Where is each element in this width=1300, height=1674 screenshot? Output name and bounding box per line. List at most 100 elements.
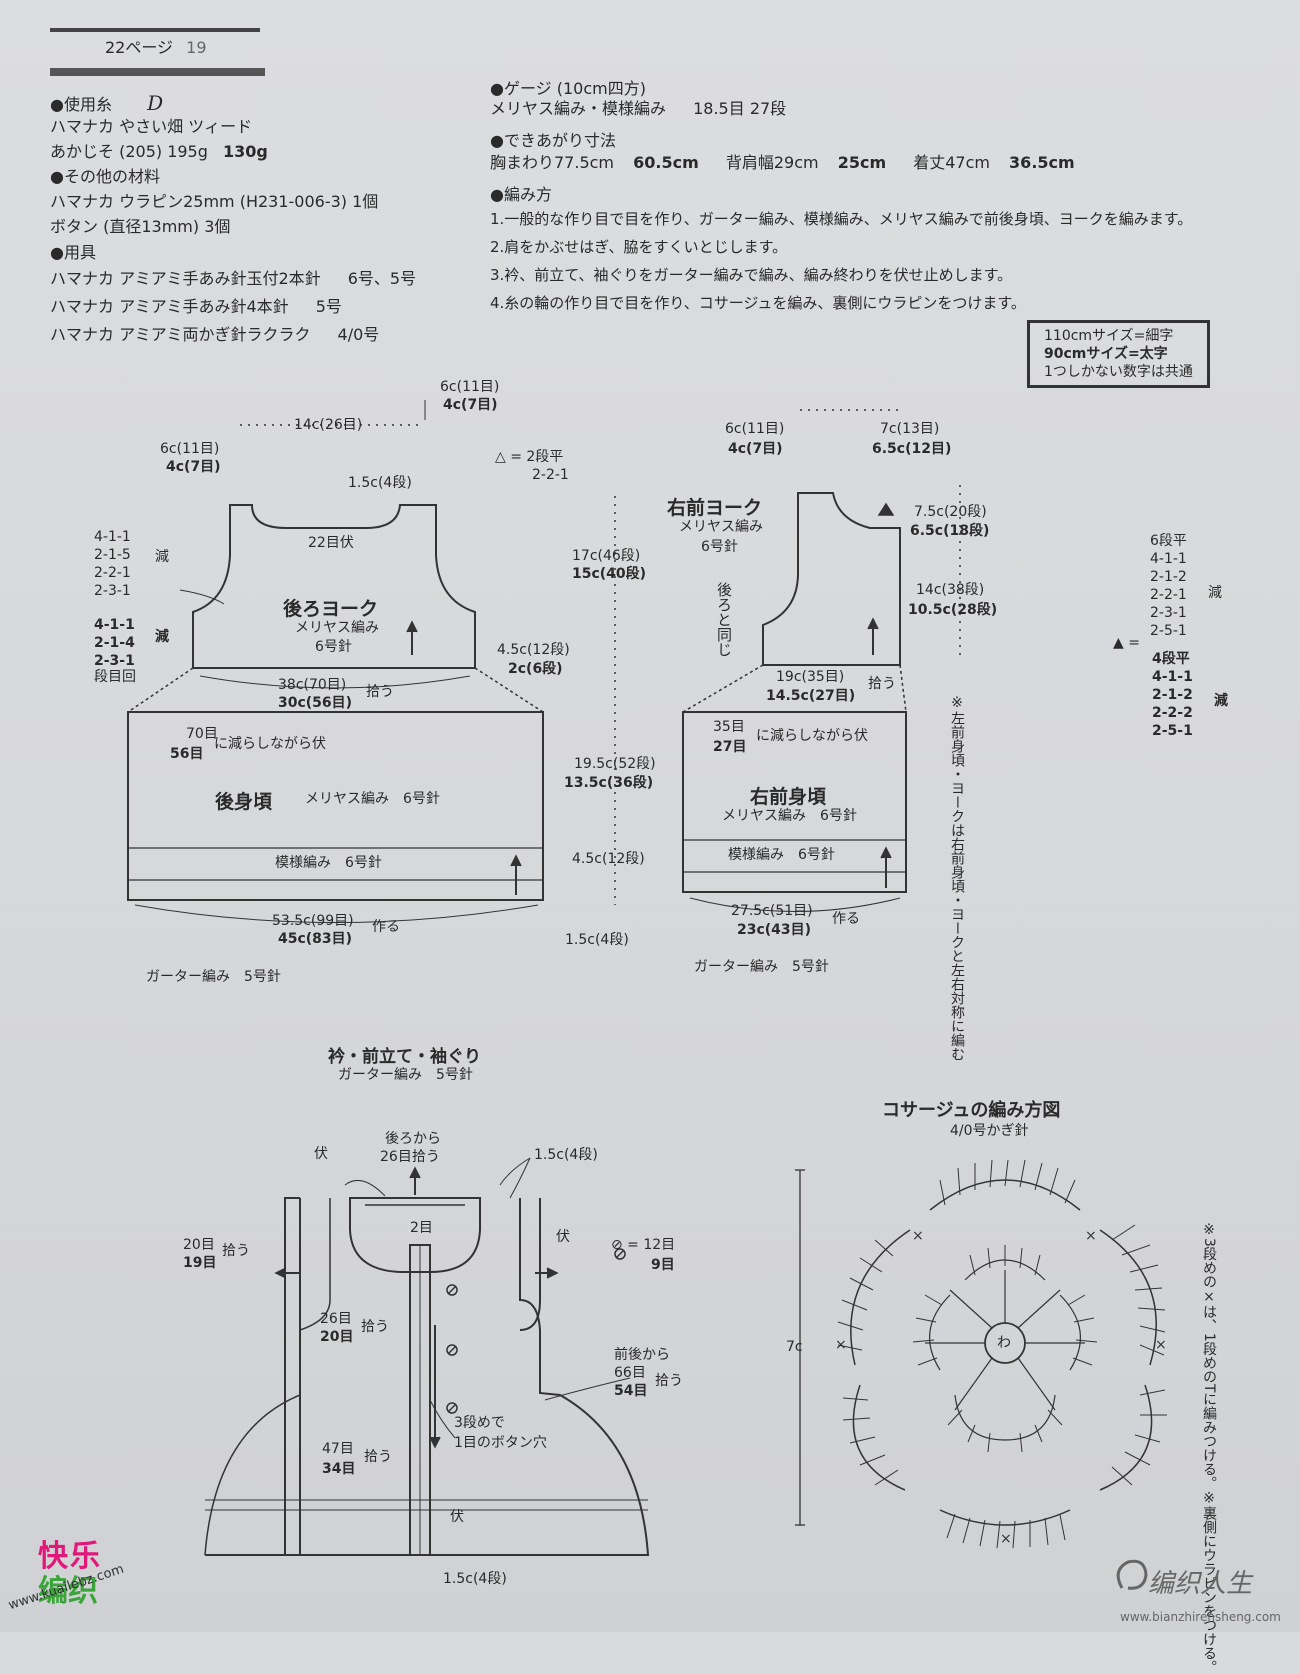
front-body-title: 右前身頃 xyxy=(750,786,827,808)
collar-subtitle: ガーター編み 5号針 xyxy=(338,1067,473,1083)
collar-neck-pick-label: 拾う xyxy=(361,1319,389,1335)
yarn-name: ハマナカ やさい畑 ツィード xyxy=(50,117,253,136)
watermark-right-url: www.bianzhirensheng.com xyxy=(1120,1610,1281,1624)
yarn-amount: あかじそ (205) 195g 130g xyxy=(50,141,268,163)
back-yoke-needle: 6号針 xyxy=(315,639,352,655)
triangle-note: △ = 2段平 xyxy=(495,449,564,465)
legend-line-2: 90cmサイズ=太字 xyxy=(1044,346,1168,362)
collar-arm-pick-b: 19目 xyxy=(183,1255,217,1271)
front-shoulder-l: 6c(11目) xyxy=(725,421,785,437)
yoke-height-b: 15c(40段) xyxy=(572,566,647,582)
body-height-b: 13.5c(36段) xyxy=(564,775,654,791)
tool-3-size: 4/0号 xyxy=(337,325,380,344)
yarn-color: あかじそ (205) 195g xyxy=(50,142,208,161)
front-arm-h-b: 10.5c(28段) xyxy=(908,602,998,618)
pattern-height: 4.5c(12段) xyxy=(572,851,645,867)
yarn-mark: D xyxy=(147,91,164,115)
tri-dec-b-3: 2-2-2 xyxy=(1152,705,1193,721)
garter-height: 1.5c(4段) xyxy=(565,932,629,948)
tool-2-size: 5号 xyxy=(315,297,342,316)
tri-dec-b-4: 2-5-1 xyxy=(1152,723,1193,739)
collar-bind-right: 伏 xyxy=(556,1229,570,1245)
finished-chest: 胸まわり77.5cm xyxy=(490,153,615,172)
back-shoulder-left: 6c(11目) xyxy=(160,441,220,457)
front-pattern: 模様編み 6号針 xyxy=(728,847,835,863)
collar-fb-pick: 前後から xyxy=(614,1347,670,1363)
back-dec-a: 4-1-1 2-1-5 2-2-1 2-3-1 xyxy=(94,528,131,600)
collar-diagram xyxy=(204,1157,650,1556)
collar-fb-pick-2: 66目 xyxy=(614,1365,646,1381)
watermark-right: 编织人生 xyxy=(1148,1569,1253,1599)
collar-bottom-depth: 1.5c(4段) xyxy=(443,1571,507,1587)
back-dec-count: 70目 xyxy=(186,726,218,742)
front-dec-count: 35目 xyxy=(713,719,745,735)
back-dec-b: 4-1-1 2-1-4 2-3-1 xyxy=(94,616,135,670)
front-shoulder-l-b: 4c(7目) xyxy=(728,441,783,457)
front-neck-h-b: 6.5c(18段) xyxy=(910,523,990,539)
back-dec-count-b: 56目 xyxy=(170,746,204,762)
front-yoke-width-b: 14.5c(27目) xyxy=(766,688,856,704)
back-dec-b-foot: 段目回 xyxy=(94,669,136,685)
front-neck-h: 7.5c(20段) xyxy=(914,504,987,520)
tools-head: ●用具 xyxy=(50,243,96,262)
gauge-value: 18.5目 27段 xyxy=(693,99,787,118)
finished-chest-small: 60.5cm xyxy=(633,153,699,172)
back-dec-a-label: 減 xyxy=(155,549,169,565)
front-tri-eq: ▲ = xyxy=(1113,635,1140,651)
tri-dec-4: 2-3-1 xyxy=(1150,605,1187,621)
back-pickup: 拾う xyxy=(366,684,394,700)
tri-dec-b-0: 4段平 xyxy=(1152,651,1190,667)
hole-note: 3段めで xyxy=(454,1415,505,1431)
collar-back-pick-2: 26目拾う xyxy=(380,1149,440,1165)
button-note: ⊘ = 12目 xyxy=(611,1237,676,1253)
yoke-side-b: 2c(6段) xyxy=(508,661,563,677)
collar-bind: 伏 xyxy=(314,1146,328,1162)
tool-1-size: 6号、5号 xyxy=(347,269,417,288)
front-yoke-width: 19c(35目) xyxy=(776,669,845,685)
front-shoulder-r-b: 6.5c(12目) xyxy=(872,441,952,457)
diagram-lines: × × × × × xyxy=(50,28,1167,1556)
back-cast-note: 作る xyxy=(372,919,400,935)
hole-note-2: 1目のボタン穴 xyxy=(454,1435,547,1451)
back-cast-width-b: 45c(83目) xyxy=(278,931,353,947)
method-step-1: 1.一般的な作り目で目を作り、ガーター編み、模様編み、メリヤス編みで前後身頃、ヨ… xyxy=(490,210,1193,228)
tri-dec-b-2: 2-1-2 xyxy=(1152,687,1193,703)
watermark-left-2: 编织 xyxy=(38,1574,98,1609)
back-dec-b-label: 減 xyxy=(155,629,169,645)
back-yoke-stitch: メリヤス編み xyxy=(295,620,379,636)
header-bar-bottom xyxy=(50,68,265,76)
svg-text:×: × xyxy=(1155,1337,1167,1353)
back-garter: ガーター編み 5号針 xyxy=(146,969,281,985)
materials-yarn-head: ●使用糸 D xyxy=(50,92,163,116)
method-step-2: 2.肩をかぶせはぎ、脇をすくいとじします。 xyxy=(490,238,788,256)
front-cast-width-b: 23c(43目) xyxy=(737,922,812,938)
dec-b-0: 4-1-1 xyxy=(94,617,135,633)
collar-neck-pick-b: 20目 xyxy=(320,1329,354,1345)
yarn-amount-small: 130g xyxy=(223,142,268,161)
back-neck-width: 14c(26目) xyxy=(294,417,363,433)
front-dec-note: に減らしながら伏 xyxy=(756,728,868,744)
tri-dec-2: 2-1-2 xyxy=(1150,569,1187,585)
page-ref: 22ページ xyxy=(105,38,174,57)
back-shoulder-left-b: 4c(7目) xyxy=(166,459,221,475)
pattern-number: 19 xyxy=(186,38,207,57)
front-pick-label: 拾う xyxy=(364,1449,392,1465)
back-cast-width: 53.5c(99目) xyxy=(272,913,354,929)
back-body-title: 後身頃 xyxy=(215,791,273,813)
front-tri-dec-b: 4段平 4-1-1 2-1-2 2-2-2 2-5-1 xyxy=(1152,650,1193,740)
tool-2-name: ハマナカ アミアミ手あみ針4本針 xyxy=(50,297,289,316)
method-step-3: 3.衿、前立て、袖ぐりをガーター編みで編み、編み終わりを伏せ止めします。 xyxy=(490,266,1013,284)
back-neck-bind: 22目伏 xyxy=(308,535,354,551)
collar-depth: 1.5c(4段) xyxy=(534,1147,598,1163)
back-yoke-width: 38c(70目) xyxy=(278,677,347,693)
collar-fb-pick-label: 拾う xyxy=(655,1373,683,1389)
corsage-chart: × × × × × xyxy=(795,1159,1167,1549)
back-yoke-width-b: 30c(56目) xyxy=(278,695,353,711)
other-head: ●その他の材料 xyxy=(50,167,160,186)
front-tri-dec-b-label: 減 xyxy=(1214,693,1228,709)
front-pick-b: 34目 xyxy=(322,1461,356,1477)
yoke-height: 17c(46段) xyxy=(572,548,641,564)
button-note-b: 9目 xyxy=(651,1257,675,1273)
front-arm-h: 14c(38段) xyxy=(916,582,985,598)
collar-fb-pick-b: 54目 xyxy=(614,1383,648,1399)
